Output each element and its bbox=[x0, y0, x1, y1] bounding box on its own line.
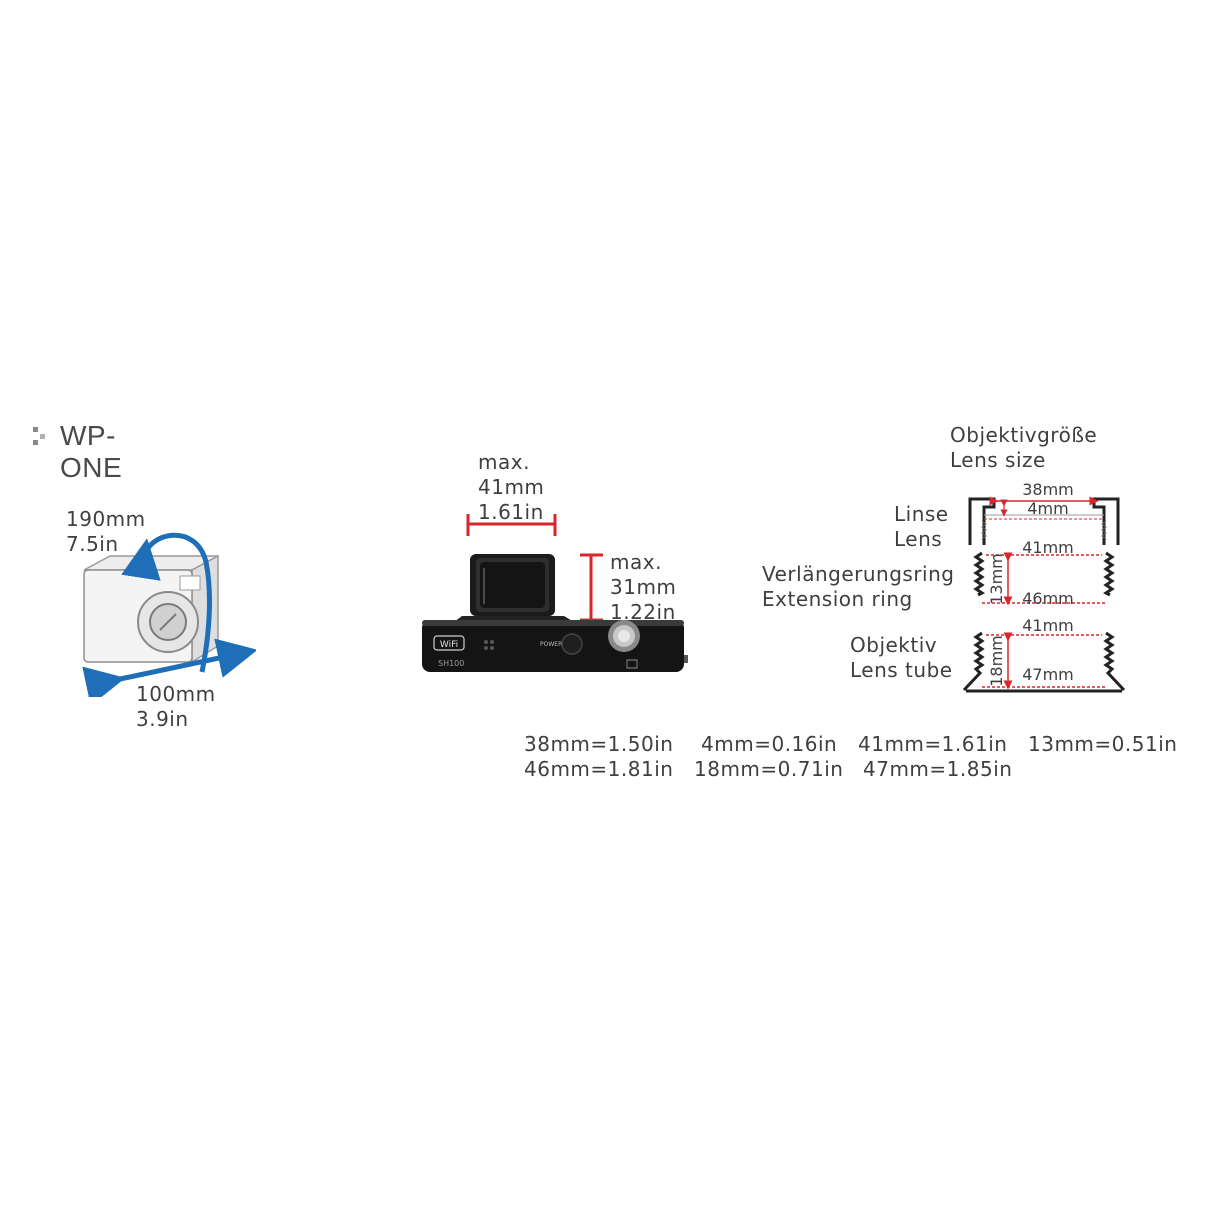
lens-size-heading-en: Lens size bbox=[950, 448, 1046, 472]
girth-arrow-icon bbox=[121, 532, 212, 673]
page-title: WP-ONE bbox=[60, 420, 123, 483]
girth-in-label: 7.5in bbox=[66, 532, 119, 556]
lens-height-prefix: max. bbox=[610, 550, 662, 574]
conversion-item: 38mm=1.50in bbox=[524, 732, 674, 756]
ring-height-dim: 13mm bbox=[987, 553, 1006, 605]
conversion-item: 18mm=0.71in bbox=[694, 757, 844, 781]
camera-top-view: WiFi SH100 POWER bbox=[422, 514, 688, 672]
conversion-item: 47mm=1.85in bbox=[863, 757, 1013, 781]
lens-width-mm: 41mm bbox=[478, 475, 545, 499]
lens-outer-dim: 38mm bbox=[1022, 480, 1074, 499]
width-arrow-icon bbox=[82, 638, 256, 697]
square-dots-icon bbox=[33, 427, 45, 445]
conversion-item: 46mm=1.81in bbox=[524, 757, 674, 781]
lens-profile: 38mm 4mm bbox=[968, 480, 1120, 545]
tube-label-en: Lens tube bbox=[850, 658, 953, 682]
camera-body: WiFi SH100 POWER bbox=[422, 620, 688, 672]
lens-width-prefix: max. bbox=[478, 450, 530, 474]
tube-label-de: Objektiv bbox=[850, 633, 938, 657]
girth-mm-label: 190mm bbox=[66, 507, 146, 531]
power-label: POWER bbox=[540, 641, 562, 648]
lens-height-mm: 31mm bbox=[610, 575, 677, 599]
ring-label-en: Extension ring bbox=[762, 587, 913, 611]
wifi-label: WiFi bbox=[440, 640, 458, 650]
width-mm-label: 100mm bbox=[136, 682, 216, 706]
lens-label-de: Linse bbox=[894, 502, 949, 526]
conversion-item: 41mm=1.61in bbox=[858, 732, 1008, 756]
lens-tube-profile: 41mm 47mm 18mm bbox=[962, 616, 1126, 693]
lens-size-diagram: 38mm 4mm 41mm 46mm 13mm 41mm 47mm 18mm bbox=[962, 480, 1126, 693]
lens-width-in: 1.61in bbox=[478, 500, 544, 524]
tube-top-dim: 41mm bbox=[1022, 616, 1074, 635]
lens-width-marker bbox=[466, 514, 557, 536]
housing-illustration bbox=[82, 532, 256, 697]
width-in-label: 3.9in bbox=[136, 707, 189, 731]
ring-top-dim: 41mm bbox=[1022, 538, 1074, 557]
housing-lens-icon bbox=[137, 591, 199, 653]
camera-lens-barrel bbox=[454, 554, 574, 622]
model-label: SH100 bbox=[438, 659, 464, 668]
tube-bottom-dim: 47mm bbox=[1022, 665, 1074, 684]
lens-inner-dim: 4mm bbox=[1027, 499, 1068, 518]
conversion-item: 4mm=0.16in bbox=[701, 732, 838, 756]
ring-label-de: Verlängerungsring bbox=[762, 562, 955, 586]
lens-size-heading-de: Objektivgröße bbox=[950, 423, 1098, 447]
tube-height-dim: 18mm bbox=[987, 635, 1006, 687]
ring-bottom-dim: 46mm bbox=[1022, 589, 1074, 608]
lens-label-en: Lens bbox=[894, 527, 943, 551]
extension-ring-profile: 41mm 46mm 13mm bbox=[973, 538, 1115, 608]
lens-height-marker bbox=[580, 553, 603, 622]
conversion-item: 13mm=0.51in bbox=[1028, 732, 1178, 756]
